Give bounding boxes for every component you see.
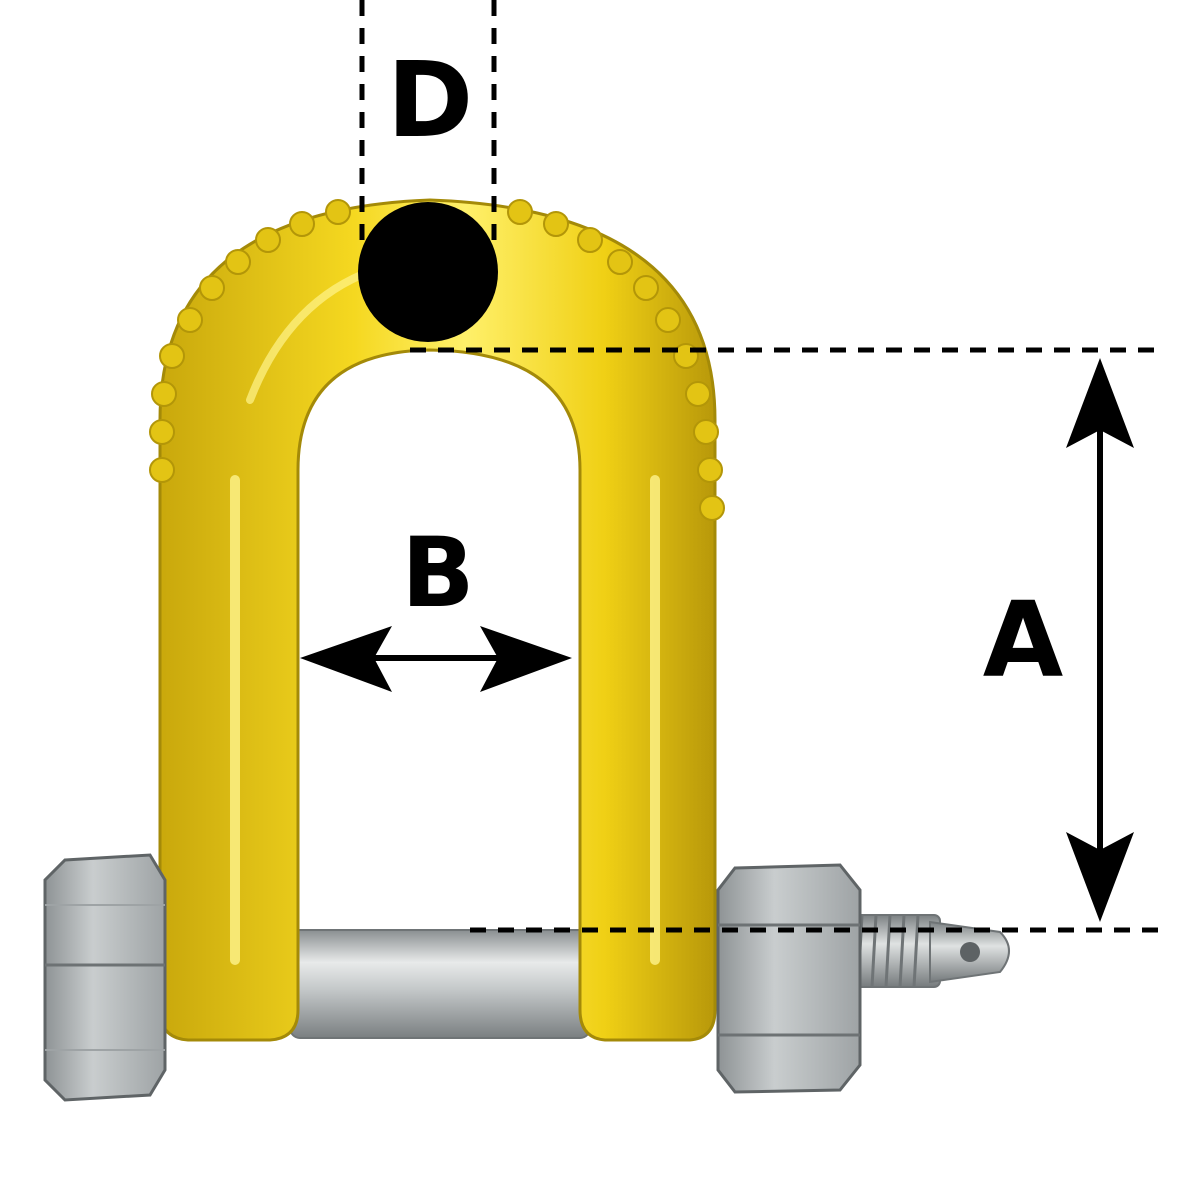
dimension-label-b: B: [401, 517, 475, 629]
dimension-label-d: D: [386, 39, 474, 161]
dimension-b: [300, 626, 572, 692]
shackle-pin: [289, 914, 1010, 1039]
bolt-head: [43, 853, 167, 1102]
dimension-a: [410, 347, 1165, 933]
arrow-up-icon: [1066, 358, 1134, 448]
hex-nut: [716, 863, 862, 1094]
arrow-left-icon: [300, 626, 392, 692]
shackle-body: [149, 198, 725, 1042]
shackle-ridges: [149, 199, 725, 521]
dimension-label-a: A: [982, 579, 1064, 701]
dimension-d: [358, 0, 498, 342]
material-diameter-marker: [358, 202, 498, 342]
arrow-down-icon: [1066, 832, 1134, 922]
arrow-right-icon: [480, 626, 572, 692]
